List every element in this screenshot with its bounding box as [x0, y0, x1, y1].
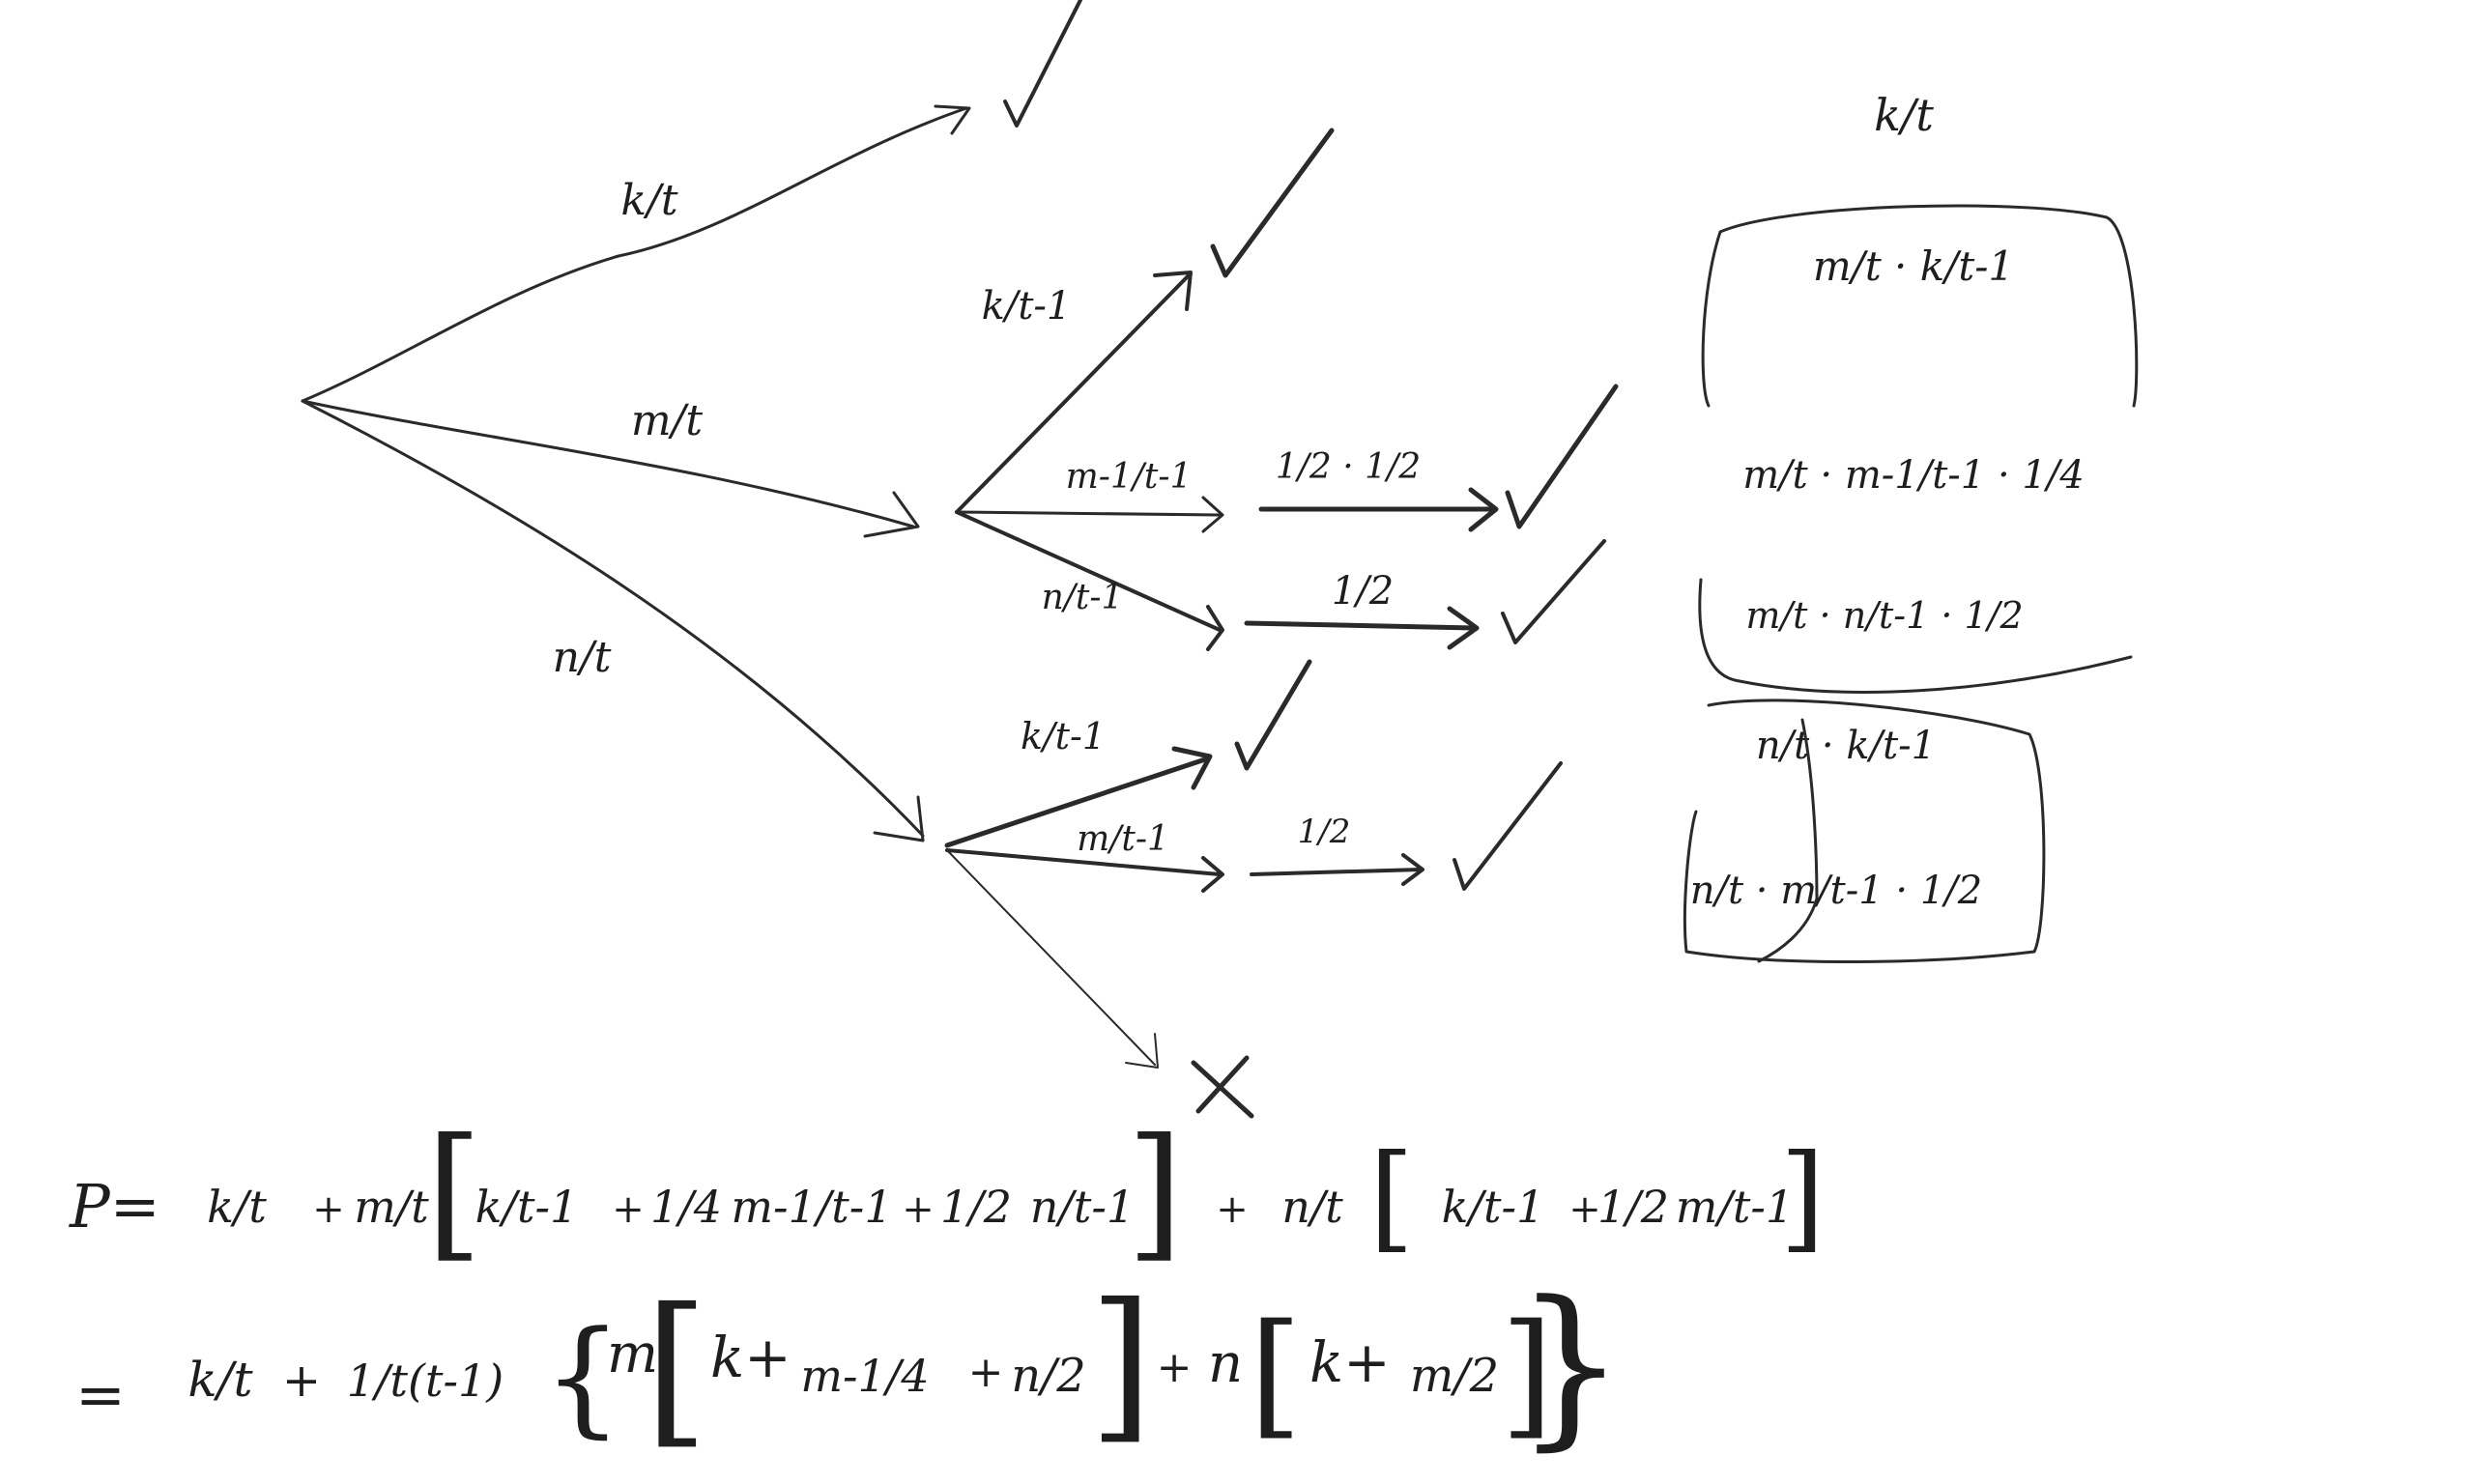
formula-brace: }: [1515, 1265, 1626, 1467]
arrowhead-bot-up: [1171, 746, 1213, 790]
arrowhead-root-top: [934, 104, 971, 135]
edge-bot-mid-next: [1250, 868, 1423, 876]
formula-op: +: [282, 1354, 321, 1408]
group-box-middle: [1701, 204, 2139, 408]
arrowhead-mid-mid-next: [1468, 487, 1499, 532]
label-bot-mid-next: 1/2: [1298, 813, 1351, 851]
formula-line-2: = k/t + 1/t(t-1) { m [ k+ m-1/4 + n/2 ] …: [75, 1265, 1625, 1467]
side-term: n/t · m/t-1 · 1/2: [1690, 869, 1982, 913]
formula-bracket: [: [1250, 1296, 1303, 1453]
formula-term: k+: [710, 1325, 791, 1390]
check-marks: [1003, 0, 1619, 1119]
edge-bot-up: [944, 756, 1211, 848]
formula-term: k/t: [207, 1181, 267, 1233]
edge-bot-mid: [945, 848, 1222, 876]
formula-term: m/t-1: [1676, 1181, 1794, 1233]
formula-op: +: [1157, 1343, 1193, 1392]
label-mid-down-next: 1/2: [1332, 569, 1394, 614]
arrowhead-root-bottom: [873, 795, 925, 842]
formula-term: k/t: [187, 1352, 253, 1408]
edge-root-top: [301, 106, 968, 403]
formula-term: 1/t(t-1): [347, 1355, 503, 1407]
label-mid-down: n/t-1: [1042, 578, 1124, 617]
formula-lhs: P=: [69, 1171, 160, 1241]
formula-term: k/t-1: [1442, 1181, 1545, 1233]
formula-op: +: [312, 1187, 345, 1232]
formula-line-1: P= k/t + m/t [ k/t-1 + 1/4 m-1/t-1 + 1/2…: [69, 1108, 1825, 1276]
formula-term: 1/2: [940, 1181, 1012, 1233]
label-mid-mid-next: 1/2 · 1/2: [1276, 447, 1421, 487]
formula-brace: {: [543, 1303, 623, 1450]
arrowhead-mid-mid: [1201, 496, 1224, 533]
formula-op: +: [612, 1187, 645, 1232]
formula-term: n/t: [1281, 1181, 1343, 1233]
formula-bracket: [: [645, 1273, 708, 1465]
formula-bracket: ]: [1501, 1296, 1554, 1453]
label-root-top: k/t: [620, 176, 677, 225]
side-term: m/t · n/t-1 · 1/2: [1745, 594, 2023, 637]
group-box-bottom: [1683, 699, 2046, 963]
cross-icon: [1191, 1055, 1254, 1119]
group-divider: [1757, 718, 1819, 963]
formula-bracket: [: [426, 1108, 483, 1276]
formula-term: k/t-1: [475, 1181, 579, 1233]
edge-root-bottom: [301, 399, 925, 838]
formula-term: n/t-1: [1030, 1181, 1135, 1233]
check-icon: [1505, 384, 1619, 529]
label-root-bottom: n/t: [553, 633, 612, 682]
formula-op: +: [1216, 1187, 1249, 1232]
formula-lhs: =: [75, 1359, 126, 1430]
formula-bracket: [: [1369, 1130, 1415, 1265]
side-term: m/t · k/t-1: [1813, 243, 2014, 290]
side-term-list: k/t m/t · k/t-1 m/t · m-1/t-1 · 1/4 m/t …: [1683, 89, 2139, 963]
arrowhead-bot-mid-next: [1401, 853, 1424, 886]
formula-bracket: ]: [1127, 1108, 1184, 1276]
edge-bot-down: [946, 849, 1156, 1066]
formula-term: n: [1208, 1332, 1243, 1395]
formula-term: 1/2: [1597, 1181, 1669, 1233]
formula-term: 1/4: [650, 1181, 722, 1233]
side-term: n/t · k/t-1: [1756, 724, 1936, 768]
arrowhead-bot-down: [1125, 1033, 1159, 1069]
group-box-middle-bottom: [1698, 578, 2133, 694]
side-term: k/t: [1874, 89, 1934, 141]
edge-mid-down: [955, 510, 1222, 632]
label-bot-mid: m/t-1: [1077, 819, 1169, 859]
edge-mid-down-next: [1244, 620, 1477, 631]
formula-term: k+: [1309, 1329, 1391, 1395]
formula-bracket: ]: [1780, 1130, 1826, 1265]
formula-op: +: [968, 1348, 1004, 1397]
label-root-middle: m/t: [631, 396, 704, 445]
formula-term: n/2: [1011, 1349, 1086, 1403]
check-icon: [1210, 128, 1335, 278]
check-icon: [1234, 659, 1312, 771]
arrowhead-mid-up: [1153, 271, 1193, 311]
label-bot-up: k/t-1: [1021, 715, 1106, 757]
formula-term: m/t: [354, 1181, 429, 1233]
check-icon: [1003, 0, 1082, 128]
edge-root-middle: [301, 399, 915, 528]
side-term: m/t · m-1/t-1 · 1/4: [1742, 453, 2085, 498]
formula-op: +: [902, 1187, 935, 1232]
formula-term: m/2: [1410, 1349, 1499, 1403]
formula-term: m-1/t-1: [731, 1181, 892, 1233]
arrowhead-bot-mid: [1201, 856, 1224, 893]
edge-mid-mid: [955, 510, 1222, 517]
tree-labels: k/t m/t n/t k/t-1 m-1/t-1 n/t-1 1/2 · 1/…: [553, 176, 1422, 859]
check-icon: [1501, 539, 1606, 644]
formula-term: m-1/4: [800, 1350, 929, 1402]
arrowhead-mid-down: [1206, 605, 1224, 651]
edge-mid-up: [955, 273, 1191, 514]
arrowhead-root-middle: [863, 491, 920, 538]
label-mid-mid: m-1/t-1: [1066, 457, 1193, 497]
check-icon: [1453, 761, 1563, 891]
arrowhead-mid-down-next: [1447, 606, 1480, 650]
formula-term: m: [607, 1323, 658, 1385]
tree-edges: [301, 104, 1499, 1069]
label-mid-up: k/t-1: [982, 284, 1072, 328]
formula-bracket: ]: [1089, 1269, 1153, 1460]
formula-op: +: [1568, 1187, 1601, 1232]
